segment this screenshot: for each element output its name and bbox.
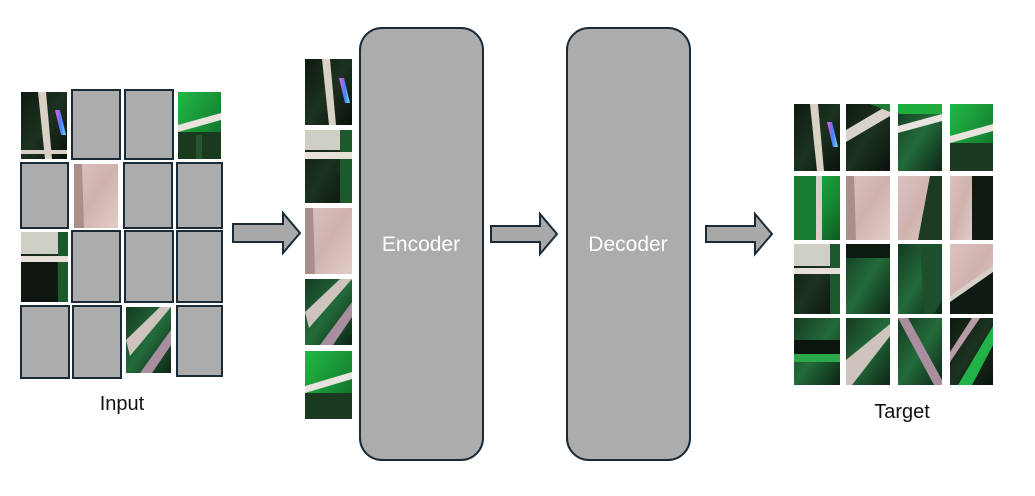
target-patch (846, 244, 890, 314)
visible-patch (305, 130, 352, 203)
target-patch (950, 244, 993, 314)
arrow-encoder-to-decoder (490, 211, 559, 257)
arrow-decoder-to-target (705, 211, 774, 257)
input-patch-visible (21, 92, 67, 159)
target-patch (950, 176, 993, 240)
target-patch (846, 104, 890, 171)
visible-patch (305, 59, 352, 125)
input-patch-masked (123, 162, 173, 229)
target-patch (898, 104, 942, 171)
input-patch-visible (178, 92, 221, 159)
input-patch-masked (72, 305, 122, 379)
visible-patch (305, 279, 352, 345)
decoder-label: Decoder (588, 233, 667, 256)
target-patch (898, 176, 942, 240)
target-patch (794, 176, 840, 240)
input-patch-masked (71, 230, 121, 303)
target-patch (898, 318, 942, 385)
input-patch-masked (176, 305, 223, 377)
target-patch (950, 104, 993, 171)
target-patch (846, 318, 890, 385)
target-patch (898, 244, 942, 314)
target-patch (794, 244, 840, 314)
input-patch-masked (176, 162, 223, 229)
target-grid (794, 104, 993, 385)
input-patch-masked (20, 162, 69, 229)
decoder-block (566, 27, 691, 461)
target-label: Target (874, 401, 930, 423)
input-patch-masked (71, 89, 121, 160)
visible-patch (305, 208, 352, 274)
input-patch-visible (74, 164, 118, 228)
target-patch (794, 104, 840, 171)
input-patch-masked (124, 230, 174, 303)
target-patch (846, 176, 890, 240)
visible-patch (305, 351, 352, 419)
input-patch-masked (20, 305, 70, 379)
visible-patch-column (305, 59, 352, 419)
encoder-block (359, 27, 484, 461)
input-patch-visible (21, 232, 68, 302)
target-patch (950, 318, 993, 385)
input-grid (20, 89, 223, 379)
input-patch-masked (176, 230, 223, 303)
encoder-label: Encoder (382, 233, 460, 256)
input-patch-visible (126, 307, 171, 373)
input-patch-masked (124, 89, 174, 160)
input-label: Input (100, 393, 145, 415)
target-patch (794, 318, 840, 385)
arrow-input-to-tokens (232, 210, 302, 256)
